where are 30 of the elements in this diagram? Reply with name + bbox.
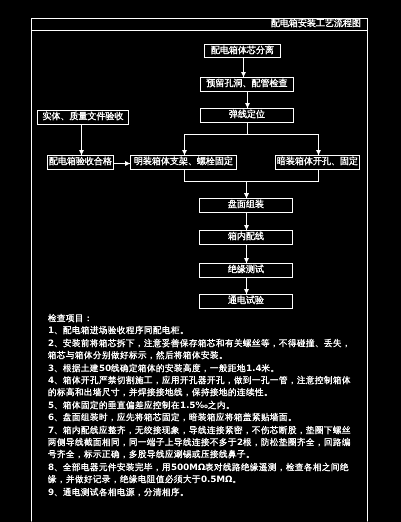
- note-item: 5、箱体固定的垂直偏差应控制在1.5‰之内。: [48, 400, 236, 412]
- arrow: [114, 161, 130, 166]
- note-item: 9、通电测试各相电源，分清相序。: [48, 486, 190, 500]
- arrow: [79, 124, 84, 156]
- title: 配电箱安装工艺流程图: [270, 18, 362, 30]
- process-box: 通电试验: [199, 294, 293, 309]
- process-box: 暗装箱体开孔、固定: [275, 155, 360, 170]
- note-item: 4、箱体开孔严禁切割施工，应用开孔器开孔，做到一孔一管，注意控制箱体的标高和出墙尺寸，并焊接接地线，保持接地的连续性。: [48, 375, 352, 400]
- note-item: 7、箱内配线应整齐，无绞接现象，导线连接紧密，不伤芯断股，垫圈下螺丝两侧导线截面相同，同一端子上导线连接不多于2根，防松垫圈齐全，回路编号齐全，标示正确，多股导线应涮锡或压接线鼻子。: [48, 424, 352, 462]
- arrow: [241, 58, 246, 78]
- process-box: 箱内配线: [199, 230, 293, 245]
- process-box: 绝缘测试: [199, 263, 293, 278]
- note-item: 2、安装前将箱芯拆下，注意妥善保存箱芯和有关螺丝等，不得碰撞、丢失，箱芯与箱体分别做好标示，然后将箱体安装。: [48, 338, 352, 363]
- process-box: 弹线定位: [200, 108, 294, 123]
- process-box: 盘面组装: [199, 198, 293, 213]
- arrow: [244, 212, 249, 230]
- arrow: [244, 244, 249, 264]
- note-item: 8、全部电器元件安装完毕，用500MΩ表对线路绝缘遥测，检查各相之间绝缘，并做好记录，绝缘电阻值必须大于0.5MΩ。: [48, 462, 350, 487]
- arrow: [244, 170, 319, 198]
- arrow: [244, 278, 249, 294]
- note-heading: 检查项目：: [48, 313, 94, 326]
- note-item: 1、配电箱进场验收程序同配电柜。: [48, 325, 190, 338]
- process-box: 实体、质量文件验收: [37, 110, 129, 125]
- arrow: [245, 92, 250, 108]
- process-box: 预留孔洞、配管检查: [200, 77, 294, 92]
- process-box: 明装箱体支架、螺栓固定: [130, 155, 237, 170]
- note-item: 3、根据土建50线确定箱体的安装高度，一般距地1.4米。: [48, 362, 281, 376]
- note-item: 6、盘面组装时，应先将箱芯固定，暗装箱应将箱盖紧贴墙面。: [48, 412, 298, 425]
- process-box: 配电箱验收合格: [47, 155, 114, 170]
- process-box: 配电箱体芯分离: [204, 44, 281, 58]
